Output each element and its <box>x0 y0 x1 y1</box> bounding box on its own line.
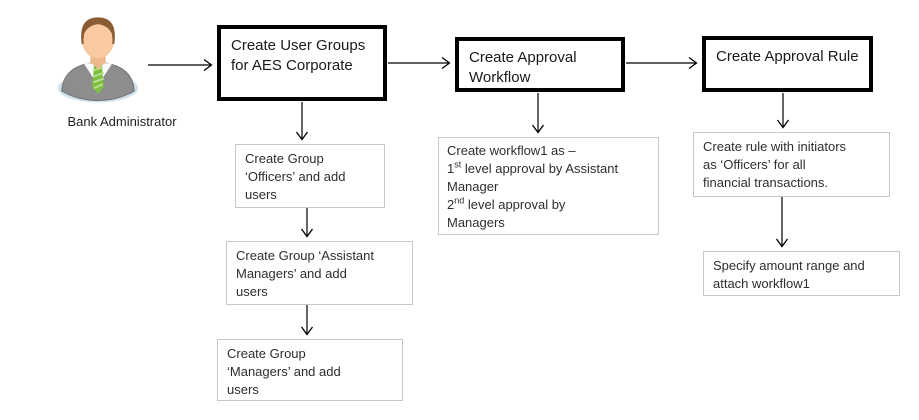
group-managers-box: Create Group ‘Managers’ and add users <box>217 339 403 401</box>
group-officers-line2: ‘Officers’ and add <box>245 169 346 184</box>
group-assistant-managers-line2: Managers’ and add <box>236 266 347 281</box>
group-officers-box: Create Group ‘Officers’ and add users <box>235 144 385 208</box>
workflow-detail-box: Create workflow1 as – 1st level approval… <box>438 137 659 235</box>
rule-detail-line3: financial transactions. <box>703 175 829 190</box>
group-assistant-managers-box: Create Group ‘Assistant Managers’ and ad… <box>226 241 413 305</box>
workflow-detail-line4: 2nd level approval by <box>447 195 566 212</box>
rule-detail-line2: as ‘Officers’ for all <box>703 157 806 172</box>
amount-range-line1: Specify amount range and <box>713 258 865 273</box>
ordinal-suffix: st <box>454 159 462 170</box>
workflow-detail-line3: Manager <box>447 179 499 194</box>
workflow-detail-line1: Create workflow1 as – <box>447 143 576 158</box>
rule-detail-box: Create rule with initiators as ‘Officers… <box>693 132 890 197</box>
amount-range-box: Specify amount range and attach workflow… <box>703 251 900 296</box>
group-managers-line3: users <box>227 382 259 397</box>
rule-detail-line1: Create rule with initiators <box>703 139 847 154</box>
step2-title: Create Approval Workflow <box>469 49 577 86</box>
step3-create-approval-rule-box: Create Approval Rule <box>702 36 873 92</box>
group-assistant-managers-line3: users <box>236 284 268 299</box>
group-officers-line1: Create Group <box>245 151 324 166</box>
workflow-detail-line5: Managers <box>447 215 505 230</box>
group-managers-line1: Create Group <box>227 346 306 361</box>
group-managers-line2: ‘Managers’ and add <box>227 364 341 379</box>
group-officers-line3: users <box>245 187 277 202</box>
workflow-detail-line2: 1st level approval by Assistant <box>447 159 619 176</box>
step1-create-user-groups-box: Create User Groups for AES Corporate <box>217 25 387 101</box>
amount-range-line2: attach workflow1 <box>713 276 810 291</box>
group-assistant-managers-line1: Create Group ‘Assistant <box>236 248 375 263</box>
ordinal-suffix: nd <box>454 195 465 206</box>
actor-label: Bank Administrator <box>67 114 177 129</box>
step1-title: Create User Groups for AES Corporate <box>231 37 366 74</box>
step2-create-approval-workflow-box: Create Approval Workflow <box>455 37 625 92</box>
step3-title: Create Approval Rule <box>716 48 859 65</box>
bank-administrator-avatar-icon <box>55 12 141 104</box>
